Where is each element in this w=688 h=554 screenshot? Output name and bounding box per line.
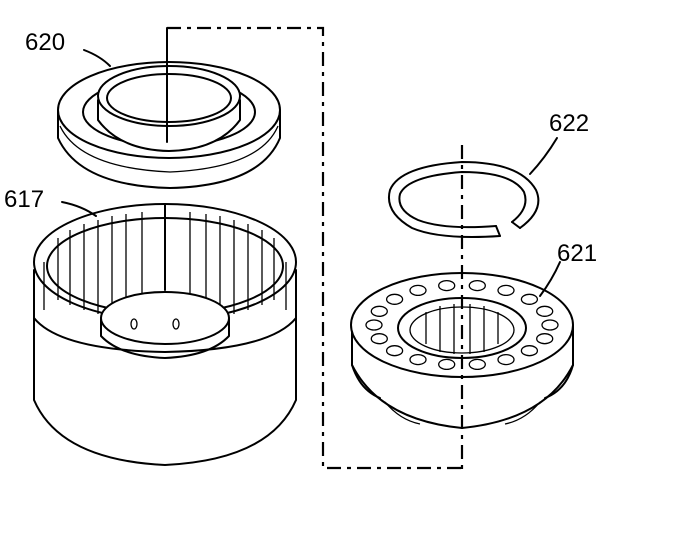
clutch-hole: [438, 279, 456, 292]
label-621: 621: [557, 240, 597, 267]
label-622: 622: [549, 110, 589, 137]
label-620: 620: [25, 29, 65, 56]
part-622-snap-ring: [388, 161, 540, 238]
clutch-hole: [520, 293, 539, 305]
clutch-hole: [468, 358, 486, 371]
part-617-drum: [33, 203, 297, 466]
clutch-hole: [385, 345, 404, 357]
clutch-hole: [497, 353, 515, 366]
label-617: 617: [4, 186, 44, 213]
part-620-washer: [57, 61, 281, 189]
clutch-hole: [520, 345, 539, 357]
clutch-hole: [468, 279, 486, 292]
clutch-hole: [370, 333, 388, 345]
clutch-hole: [497, 284, 515, 297]
leader-620: [83, 49, 111, 67]
clutch-hole: [536, 333, 554, 345]
clutch-hole: [365, 319, 383, 331]
clutch-hole: [409, 353, 427, 366]
clutch-hole: [438, 358, 456, 371]
clutch-hole: [409, 284, 427, 297]
leader-621: [539, 261, 561, 297]
clutch-hole: [370, 305, 388, 317]
leader-622: [529, 137, 558, 175]
leader-617: [61, 201, 97, 217]
clutch-hole: [536, 305, 554, 317]
clutch-hole: [385, 293, 404, 305]
clutch-hole: [541, 319, 559, 331]
assembly-path-line: [167, 26, 462, 470]
